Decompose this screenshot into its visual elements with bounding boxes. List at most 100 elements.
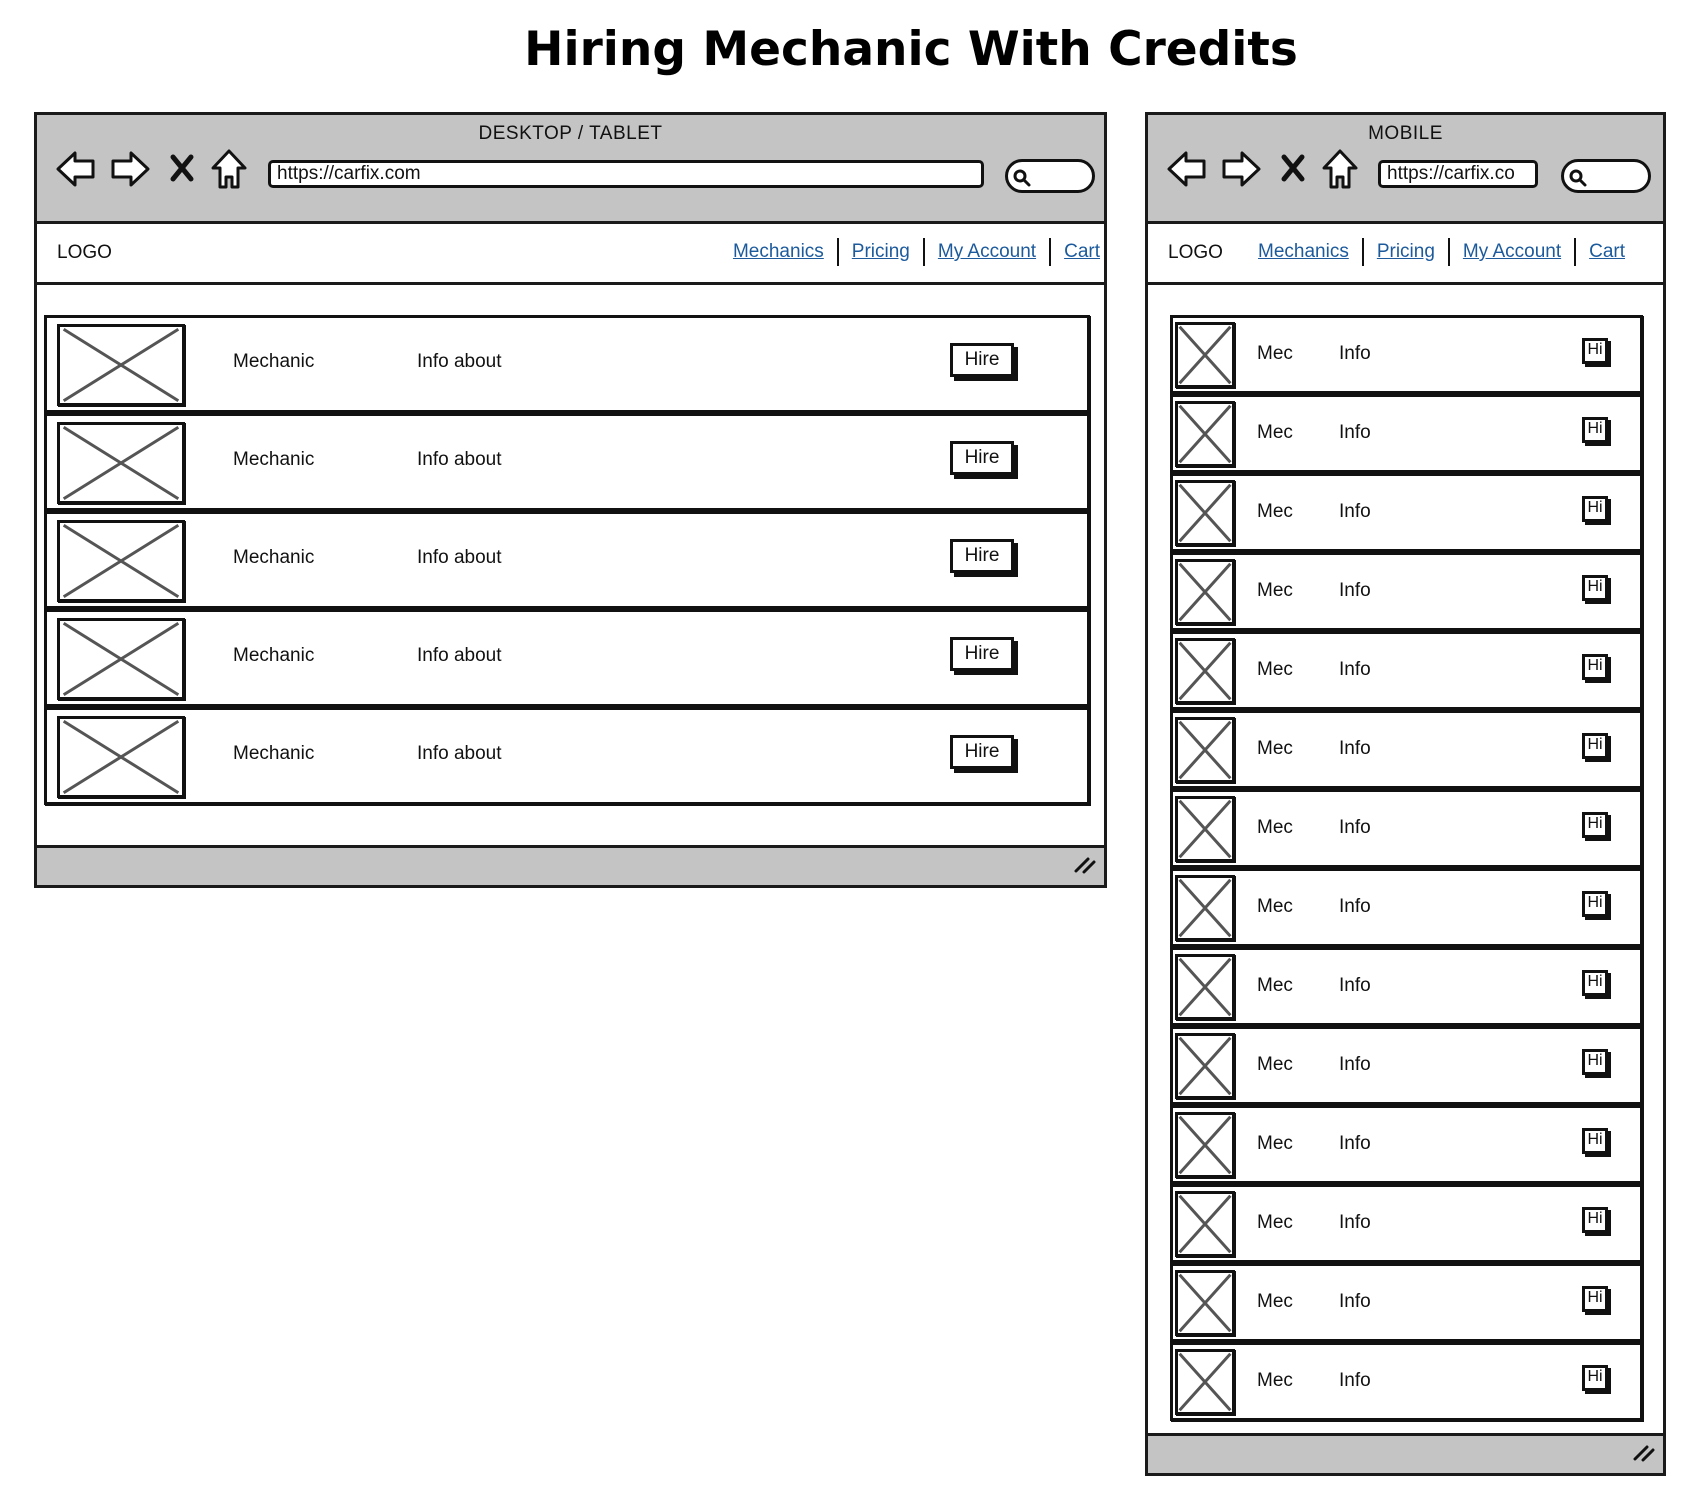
mechanic-name: Mec: [1257, 817, 1293, 838]
mechanic-name: Mec: [1257, 659, 1293, 680]
close-icon[interactable]: [169, 153, 195, 187]
nav-link-cart[interactable]: Cart: [1064, 241, 1100, 262]
mechanic-photo: [1175, 480, 1235, 546]
hire-button[interactable]: Hire: [950, 343, 1014, 377]
hire-button[interactable]: Hi: [1582, 812, 1608, 838]
mechanic-row: Mec Info Hi: [1170, 631, 1643, 710]
nav-divider: [1447, 238, 1450, 266]
mechanic-info: Info: [1339, 659, 1371, 680]
hire-button[interactable]: Hi: [1582, 1207, 1608, 1233]
nav-link-my-account[interactable]: My Account: [937, 241, 1037, 262]
nav-divider: [1574, 238, 1577, 266]
browser-chrome: MOBILE https://carfix.co: [1148, 115, 1663, 224]
image-placeholder-icon: [1178, 1036, 1232, 1096]
mechanic-photo: [57, 716, 185, 798]
nav-links: Mechanics Pricing My Account Cart: [733, 238, 1100, 266]
hire-button[interactable]: Hi: [1582, 417, 1608, 443]
image-placeholder-icon: [1178, 878, 1232, 938]
hire-button[interactable]: Hire: [950, 735, 1014, 769]
url-input[interactable]: https://carfix.co: [1378, 160, 1538, 188]
hire-button[interactable]: Hire: [950, 637, 1014, 671]
hire-button[interactable]: Hi: [1582, 1286, 1608, 1312]
mechanic-name: Mec: [1257, 580, 1293, 601]
nav-link-cart[interactable]: Cart: [1589, 241, 1626, 262]
mechanic-info: Info: [1339, 896, 1371, 917]
mechanic-info: Info: [1339, 580, 1371, 601]
mechanic-photo: [1175, 1112, 1235, 1178]
mechanic-info: Info: [1339, 501, 1371, 522]
image-placeholder-icon: [1178, 1273, 1232, 1333]
back-arrow-icon[interactable]: [1166, 147, 1208, 195]
nav-links: Mechanics Pricing My Account Cart: [1258, 238, 1625, 266]
mechanic-photo: [1175, 1349, 1235, 1415]
image-placeholder-icon: [60, 327, 182, 403]
status-bar: [1148, 1433, 1663, 1473]
nav-divider: [1361, 238, 1364, 266]
hire-button[interactable]: Hire: [950, 441, 1014, 475]
mechanic-row: Mechanic Info about Hire: [44, 609, 1090, 707]
mechanic-name: Mec: [1257, 975, 1293, 996]
hire-button[interactable]: Hi: [1582, 970, 1608, 996]
hire-button[interactable]: Hi: [1582, 891, 1608, 917]
image-placeholder-icon: [1178, 562, 1232, 622]
mechanic-info: Info: [1339, 343, 1371, 364]
nav-link-pricing[interactable]: Pricing: [1376, 241, 1435, 262]
search-input[interactable]: [1005, 159, 1095, 193]
mechanic-photo: [57, 324, 185, 406]
image-placeholder-icon: [60, 425, 182, 501]
nav-link-pricing[interactable]: Pricing: [851, 241, 910, 262]
mechanic-name: Mec: [1257, 738, 1293, 759]
resize-grip-icon[interactable]: [1631, 1441, 1657, 1467]
forward-arrow-icon[interactable]: [1220, 147, 1262, 195]
close-icon[interactable]: [1280, 153, 1306, 187]
hire-button[interactable]: Hi: [1582, 733, 1608, 759]
nav-divider: [1049, 238, 1052, 266]
mechanic-info: Info about: [417, 645, 502, 666]
hire-button[interactable]: Hi: [1582, 1365, 1608, 1391]
image-placeholder-icon: [1178, 1194, 1232, 1254]
search-icon: [1013, 169, 1031, 187]
mechanic-info: Info: [1339, 817, 1371, 838]
site-navbar: LOGO Mechanics Pricing My Account Cart: [37, 225, 1104, 285]
hire-button[interactable]: Hi: [1582, 1128, 1608, 1154]
hire-button[interactable]: Hi: [1582, 654, 1608, 680]
mechanic-name: Mechanic: [233, 743, 315, 764]
home-icon[interactable]: [210, 147, 248, 195]
back-arrow-icon[interactable]: [55, 147, 97, 195]
hire-button[interactable]: Hi: [1582, 496, 1608, 522]
mechanic-info: Info about: [417, 743, 502, 764]
image-placeholder-icon: [1178, 404, 1232, 464]
image-placeholder-icon: [1178, 957, 1232, 1017]
mechanic-photo: [1175, 1033, 1235, 1099]
hire-button[interactable]: Hire: [950, 539, 1014, 573]
home-icon[interactable]: [1321, 147, 1359, 195]
image-placeholder-icon: [1178, 483, 1232, 543]
image-placeholder-icon: [1178, 1115, 1232, 1175]
mobile-browser-window: MOBILE https://carfix.co LOGO Mechanics …: [1145, 112, 1666, 1476]
mechanic-photo: [1175, 638, 1235, 704]
search-input[interactable]: [1561, 159, 1651, 193]
resize-grip-icon[interactable]: [1072, 853, 1098, 879]
hire-button[interactable]: Hi: [1582, 575, 1608, 601]
hire-button[interactable]: Hi: [1582, 1049, 1608, 1075]
mechanic-name: Mec: [1257, 1054, 1293, 1075]
mechanic-name: Mechanic: [233, 645, 315, 666]
forward-arrow-icon[interactable]: [109, 147, 151, 195]
mechanic-name: Mec: [1257, 1291, 1293, 1312]
nav-link-mechanics[interactable]: Mechanics: [732, 241, 824, 262]
window-label: DESKTOP / TABLET: [478, 123, 663, 144]
mechanic-photo: [1175, 796, 1235, 862]
nav-link-mechanics[interactable]: Mechanics: [1258, 241, 1349, 262]
mechanic-name: Mec: [1257, 1370, 1293, 1391]
mechanic-photo: [57, 520, 185, 602]
nav-link-my-account[interactable]: My Account: [1462, 241, 1562, 262]
hire-button[interactable]: Hi: [1582, 338, 1608, 364]
url-input[interactable]: https://carfix.com: [268, 160, 984, 188]
